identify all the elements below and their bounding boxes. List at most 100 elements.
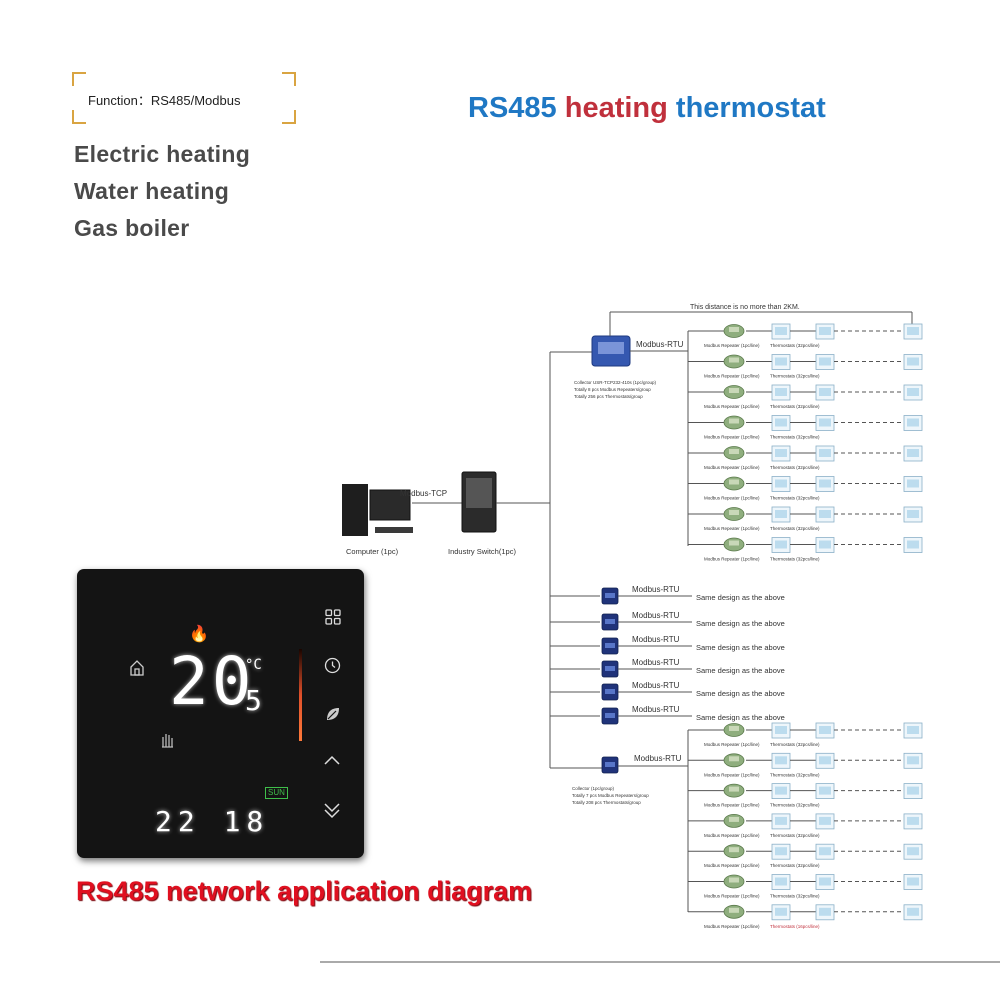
thermostat-screen [775,510,787,518]
collector-port [605,593,615,598]
thermostat-screen [775,726,787,734]
thermostats-label: Thermostats (32pcs/line) [770,557,820,562]
repeater-label: Modbus Repeater (1pc/line) [704,803,760,808]
thermostats-label: Thermostats (32pcs/line) [770,404,820,409]
repeater-panel [729,877,739,883]
collector-top-panel [598,342,624,354]
house-icon [129,659,145,677]
application-electric: Electric heating [74,141,251,167]
repeater-panel [729,726,739,731]
modbus-rtu-label: Modbus-RTU [632,705,680,714]
thermostat-screen [775,357,787,366]
thermostat-screen [819,449,831,457]
repeater-label: Modbus Repeater (1pc/line) [704,435,760,440]
thermostat-screen [775,847,787,856]
thermostat-screen [775,388,787,396]
temperature-main: 20 [169,643,255,720]
modbus-tcp-label: Modbus-TCP [400,489,447,498]
repeater-label: Modbus Repeater (1pc/line) [704,557,760,562]
function-label: Function：RS485/Modbus [88,93,241,108]
thermostat-screen [907,847,919,856]
collector-top-note: Totally 8 pcs Modbus Repeaters/group [574,387,651,392]
thermostat-screen [775,327,787,335]
repeater-label: Modbus Repeater (1pc/line) [704,465,760,470]
down-arrow-icon[interactable] [323,801,341,819]
temperature-decimal: 5 [245,684,262,717]
application-gas: Gas boiler [74,215,190,241]
repeater-label: Modbus Repeater (1pc/line) [704,894,760,899]
same-design-label: Same design as the above [696,619,785,628]
keyboard-icon [375,527,413,533]
thermostat-screen [819,418,831,427]
repeater-label: Modbus Repeater (1pc/line) [704,404,760,409]
collector-port [605,643,615,648]
same-design-label: Same design as the above [696,666,785,675]
thermostat-screen [907,816,919,825]
repeater-panel [729,327,739,332]
collector-port [605,762,615,767]
page-title: RS485 heating thermostat [468,92,826,125]
modbus-rtu-label: Modbus-RTU [632,681,680,690]
modbus-rtu-label: Modbus-RTU [636,340,684,349]
repeater-label: Modbus Repeater (1pc/line) [704,833,760,838]
corner-bracket-icon [72,110,86,124]
thermostats-label: Thermostats (32pcs/line) [770,496,820,501]
thermostats-label: Thermostats (32pcs/line) [770,526,820,531]
thermostat-screen [907,479,919,488]
corner-bracket-icon [282,110,296,124]
thermostat-screen [907,907,919,916]
clock-icon[interactable] [324,657,341,674]
distance-note: This distance is no more than 2KM. [690,304,800,311]
switch-label: Industry Switch(1pc) [448,547,516,556]
title-word-rs485: RS485 [468,92,557,124]
collector-bottom-note: Totally 7 pcs Modbus Repeaters/group [572,793,649,798]
menu-icon[interactable] [325,609,341,625]
temperature-level-bar [299,649,302,741]
modbus-rtu-label: Modbus-RTU [634,754,682,763]
repeater-panel [729,786,739,792]
thermostat-screen [775,756,787,765]
thermostats-label: Thermostats (32pcs/line) [770,465,820,470]
collector-port [605,713,615,718]
repeater-label: Modbus Repeater (1pc/line) [704,343,760,348]
thermostat-device: 🔥 20 °C 5 SUN 22 18 [77,569,364,858]
modbus-rtu-label: Modbus-RTU [632,585,680,594]
repeater-panel [729,756,739,762]
repeater-label: Modbus Repeater (1pc/line) [704,924,760,929]
title-word-heating: heating [564,92,668,124]
repeater-panel [729,816,739,822]
collector-port [605,666,615,671]
thermostat-screen [819,907,831,916]
repeater-panel [729,540,739,546]
thermostat-screen [819,388,831,396]
function-box: Function：RS485/Modbus [72,72,296,124]
same-design-label: Same design as the above [696,593,785,602]
repeater-label: Modbus Repeater (1pc/line) [704,496,760,501]
computer-tower-icon [342,484,368,536]
thermostats-label: Thermostats (32pcs/line) [770,374,820,379]
thermostat-screen [775,786,787,795]
collector-port [605,689,615,694]
computer-monitor-icon [369,489,411,521]
leaf-icon[interactable] [325,706,341,722]
modbus-rtu-label: Modbus-RTU [632,611,680,620]
title-word-thermostat: thermostat [675,92,826,124]
temperature-unit: °C [245,657,262,673]
thermostat-screen [819,357,831,366]
same-design-label: Same design as the above [696,643,785,652]
thermostat-screen [907,327,919,335]
thermostat-screen [819,510,831,518]
application-water: Water heating [74,178,230,204]
thermostat-screen [819,479,831,488]
thermostat-screen [907,449,919,457]
thermostat-screen [775,540,787,549]
thermostat-screen [819,816,831,825]
thermostat-screen [907,510,919,518]
thermostat-screen [907,877,919,886]
collector-bottom-note: Collector (1pc/group) [572,786,615,791]
thermostat-screen [775,877,787,886]
thermostats-label: Thermostats (32pcs/line) [770,343,820,348]
up-arrow-icon[interactable] [323,753,341,765]
repeater-panel [729,847,739,853]
